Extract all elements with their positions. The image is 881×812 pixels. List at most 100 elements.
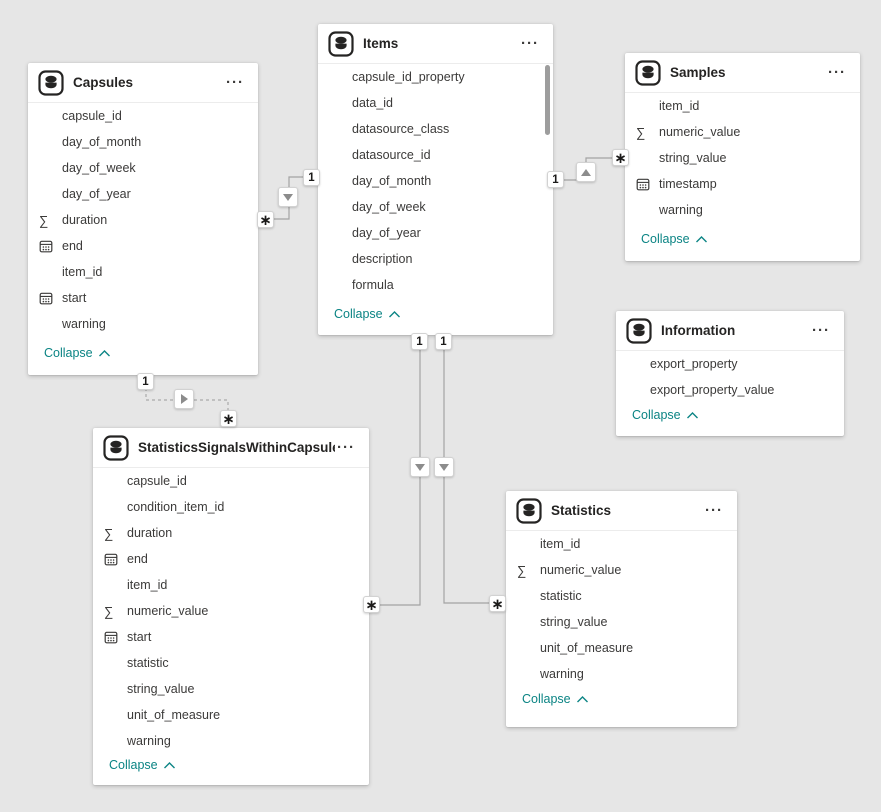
field-row[interactable]: statistic — [506, 583, 737, 609]
field-row[interactable]: capsule_id_property — [318, 64, 553, 90]
field-row[interactable]: item_id — [625, 93, 860, 119]
more-options-icon[interactable]: ··· — [812, 321, 830, 339]
field-row[interactable]: datasource_id — [318, 142, 553, 168]
field-row[interactable]: export_property_value — [616, 377, 844, 403]
field-name: item_id — [127, 578, 168, 592]
more-options-icon[interactable]: ··· — [226, 73, 244, 91]
field-row[interactable]: warning — [28, 311, 258, 337]
field-row[interactable]: statistic — [93, 650, 369, 676]
field-name: statistic — [540, 589, 582, 603]
field-row[interactable]: string_value — [93, 676, 369, 702]
chevron-up-icon — [576, 695, 588, 702]
field-row[interactable]: start — [93, 624, 369, 650]
field-row[interactable]: ∑numeric_value — [625, 119, 860, 145]
field-name: day_of_week — [62, 161, 136, 175]
relationship-line-items-statistics[interactable] — [443, 335, 506, 604]
collapse-link[interactable]: Collapse — [318, 298, 553, 321]
field-row[interactable]: day_of_year — [318, 220, 553, 246]
field-name: start — [62, 291, 87, 305]
chevron-up-icon — [686, 411, 698, 418]
table-header[interactable]: Statistics ··· — [506, 491, 737, 531]
cardinality-one-marker[interactable]: 1 — [137, 373, 154, 390]
field-row[interactable]: item_id — [506, 531, 737, 557]
collapse-label: Collapse — [522, 692, 571, 706]
cardinality-many-marker[interactable]: ∗ — [220, 410, 237, 428]
cardinality-one-marker[interactable]: 1 — [547, 171, 564, 188]
filter-direction-arrow-icon[interactable] — [410, 457, 430, 477]
table-header[interactable]: StatisticsSignalsWithinCapsules ··· — [93, 428, 369, 468]
table-card-statistics[interactable]: Statistics ··· item_id ∑numeric_value st… — [506, 491, 737, 727]
field-row[interactable]: formula — [318, 272, 553, 298]
cardinality-many-marker[interactable]: ∗ — [612, 149, 629, 167]
field-row[interactable]: end — [28, 233, 258, 259]
field-row[interactable]: capsule_id — [93, 468, 369, 494]
field-list: capsule_id condition_item_id ∑duration e… — [93, 468, 369, 754]
field-row[interactable]: ∑duration — [28, 207, 258, 233]
field-row[interactable]: ∑numeric_value — [93, 598, 369, 624]
field-name: datasource_class — [352, 122, 450, 136]
collapse-link[interactable]: Collapse — [28, 337, 258, 360]
table-card-information[interactable]: Information ··· export_property export_p… — [616, 311, 844, 436]
vertical-scrollbar[interactable] — [545, 65, 550, 135]
field-row[interactable]: capsule_id — [28, 103, 258, 129]
field-row[interactable]: unit_of_measure — [93, 702, 369, 728]
collapse-link[interactable]: Collapse — [625, 223, 860, 246]
filter-direction-arrow-icon[interactable] — [434, 457, 454, 477]
field-row[interactable]: end — [93, 546, 369, 572]
collapse-link[interactable]: Collapse — [616, 403, 844, 422]
table-card-items[interactable]: Items ··· capsule_id_property data_id da… — [318, 24, 553, 335]
field-row[interactable]: day_of_month — [28, 129, 258, 155]
cardinality-many-marker[interactable]: ∗ — [257, 211, 274, 229]
field-name: string_value — [540, 615, 608, 629]
table-header[interactable]: Information ··· — [616, 311, 844, 351]
field-row[interactable]: item_id — [28, 259, 258, 285]
more-options-icon[interactable]: ··· — [521, 34, 539, 52]
cardinality-many-marker[interactable]: ∗ — [489, 595, 506, 613]
filter-direction-arrow-icon[interactable] — [174, 389, 194, 409]
collapse-link[interactable]: Collapse — [93, 754, 369, 772]
field-row[interactable]: ∑duration — [93, 520, 369, 546]
field-row[interactable]: string_value — [506, 609, 737, 635]
relationship-line-items-sswc[interactable] — [369, 335, 421, 606]
table-header[interactable]: Capsules ··· — [28, 63, 258, 103]
field-row[interactable]: warning — [93, 728, 369, 754]
table-card-capsules[interactable]: Capsules ··· capsule_id day_of_month day… — [28, 63, 258, 375]
field-row[interactable]: condition_item_id — [93, 494, 369, 520]
field-row[interactable]: warning — [625, 197, 860, 223]
collapse-link[interactable]: Collapse — [506, 687, 737, 706]
field-row[interactable]: day_of_week — [28, 155, 258, 181]
more-options-icon[interactable]: ··· — [337, 438, 355, 456]
table-card-statistics-signals-within-capsules[interactable]: StatisticsSignalsWithinCapsules ··· caps… — [93, 428, 369, 785]
field-row[interactable]: unit_of_measure — [506, 635, 737, 661]
filter-direction-arrow-icon[interactable] — [278, 187, 298, 207]
field-row[interactable]: warning — [506, 661, 737, 687]
table-header[interactable]: Items ··· — [318, 24, 553, 64]
field-row[interactable]: start — [28, 285, 258, 311]
field-row[interactable]: day_of_month — [318, 168, 553, 194]
table-header[interactable]: Samples ··· — [625, 53, 860, 93]
more-options-icon[interactable]: ··· — [705, 501, 723, 519]
field-name: duration — [127, 526, 173, 540]
filter-direction-arrow-icon[interactable] — [576, 162, 596, 182]
cardinality-one-marker[interactable]: 1 — [411, 333, 428, 350]
chevron-up-icon — [98, 349, 110, 356]
field-row[interactable]: data_id — [318, 90, 553, 116]
more-options-icon[interactable]: ··· — [828, 63, 846, 81]
cardinality-many-marker[interactable]: ∗ — [363, 596, 380, 614]
table-title: StatisticsSignalsWithinCapsules — [138, 440, 335, 455]
field-name: statistic — [127, 656, 169, 670]
field-name: day_of_month — [62, 135, 142, 149]
field-row[interactable]: day_of_week — [318, 194, 553, 220]
field-row[interactable]: description — [318, 246, 553, 272]
field-row[interactable]: datasource_class — [318, 116, 553, 142]
field-row[interactable]: day_of_year — [28, 181, 258, 207]
field-name: capsule_id_property — [352, 70, 465, 84]
field-row[interactable]: string_value — [625, 145, 860, 171]
field-row[interactable]: ∑numeric_value — [506, 557, 737, 583]
cardinality-one-marker[interactable]: 1 — [435, 333, 452, 350]
field-row[interactable]: item_id — [93, 572, 369, 598]
table-card-samples[interactable]: Samples ··· item_id ∑numeric_value strin… — [625, 53, 860, 261]
field-row[interactable]: timestamp — [625, 171, 860, 197]
cardinality-one-marker[interactable]: 1 — [303, 169, 320, 186]
field-row[interactable]: export_property — [616, 351, 844, 377]
